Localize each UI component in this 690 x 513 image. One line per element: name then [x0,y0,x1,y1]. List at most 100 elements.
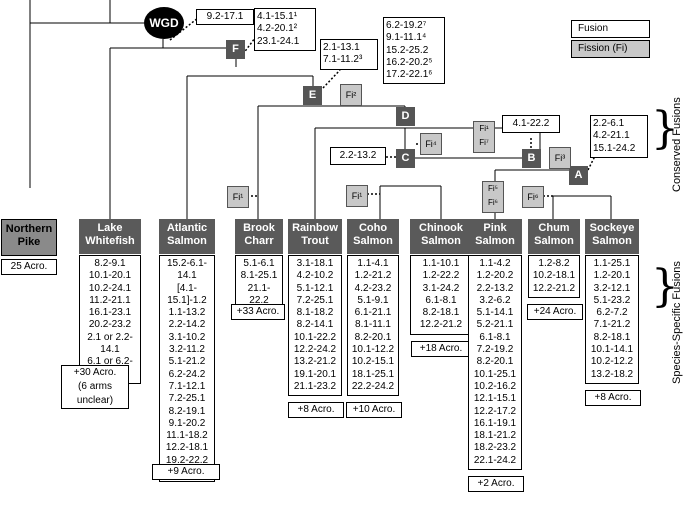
species-fusion-entry: 1.2-8.2 [538,258,570,269]
species-fusion-entry: 5.1-12.1 [296,282,334,294]
species-acro-count: +2 Acro. [468,476,524,493]
species-name-line: Whitefish [85,235,135,247]
species-acro-count: +33 Acro. [231,303,285,320]
species-fusion-entry: 2.2-13.2 [476,282,514,294]
fusion-entry: 23.1-24.1 [257,35,300,47]
fusion-box-c: 2.2-13.2 [330,147,386,166]
species-fusion-entry: 8.2-20.1 [476,356,514,368]
species-fusion-entry: 12.1-15.1 [473,393,517,405]
species-fusion-entry: 3.1-24.2 [422,282,460,294]
species-fusion-entry: 7.2-25.1 [168,393,206,405]
acro-line: +2 Acro. [477,478,515,490]
species-acro-count: 25 Acro. [1,259,57,275]
species-fusion-entry: 1.2-21.2 [354,270,392,282]
species-name-line: Salmon [353,235,393,247]
acro-line: +8 Acro. [594,392,632,403]
species-fusion-entry: 6.1-8.1 [425,294,457,306]
species-fusion-entry: 22.1-24.2 [473,454,517,466]
species-name-line: Brook [243,222,275,234]
acro-line: +24 Acro. [533,305,577,317]
species-fusion-entry: 1.2-22.2 [422,270,460,282]
species-acro-count: +18 Acro. [411,340,471,357]
label-species-specific-fusions: Species-Specific Fusions [671,261,683,384]
fusion-entry: 15.2-25.2 [386,44,429,56]
legend-fission: Fission (Fi) [571,40,650,58]
species-fusion-entry: 1.2-20.1 [593,270,631,282]
species-fusion-entry: 7.2-19.2 [476,344,514,356]
species-fusion-entry: 10.2-15.1 [351,356,395,368]
species-fusion-entry: 19.2-22.2 [165,454,209,466]
species-fusion-entry: 4.2-10.2 [296,270,334,282]
species-fusion-entry: 3.2-12.1 [593,282,631,294]
species-fusion-entry: 1.1-13.2 [168,307,206,319]
species-fusion-entry: 18.1-21.2 [473,430,517,442]
species-acro-count: +10 Acro. [346,402,402,419]
species-fusion-entry: 3.2-11.2 [169,344,205,356]
node-f: F [226,40,245,59]
fusion-entry: 4.1-22.2 [512,118,550,129]
species-fusion-entry: 6.1-8.1 [479,331,511,343]
fission-mark-brook: Fi¹ [227,186,249,208]
fusion-entry: 2.1-13.1 [323,42,360,53]
species-fusion-entry: 18.2-23.2 [473,442,517,454]
fusion-entry: 17.2-22.1⁶ [386,69,433,81]
species-name-line: Northern [5,223,53,235]
species-acro-count: +8 Acro. [288,402,344,419]
acro-line: +33 Acro. [236,305,280,317]
fusion-entry: 6.2-19.2⁷ [386,20,427,31]
fusion-entry: 7.1-11.2³ [323,54,363,66]
species-name-line: Salmon [421,235,461,247]
species-fusion-entry: 8.2-18.1 [422,307,460,319]
species-fusion-entry: 1.1-25.1 [593,258,631,269]
species-fusion-entry: 5.1-23.2 [593,294,631,306]
acro-line: 25 Acro. [10,261,48,272]
species-fusion-entry: 8.2-9.1 [94,258,126,269]
node-e: E [303,86,322,105]
species-fusion-entry: 7.2-25.1 [296,294,334,306]
acro-line: +18 Acro. [419,342,463,354]
fission-mark-e: Fi² [340,84,362,106]
species-fusion-entry: 10.1-25.1 [473,368,517,380]
species-acro-count: +30 Acro.(6 arms unclear) [61,365,129,410]
fusion-entry: 4.2-20.1² [257,23,298,35]
species-fusion-entry: 7.1-21.2 [593,319,631,331]
species-fusion-entry: 22.2-24.2 [351,380,395,392]
acro-line: (6 arms unclear) [76,381,114,407]
species-name-line: Charr [244,235,274,247]
species-fusion-entry: 8.1-25.1 [240,270,278,282]
fission-mark-chum: Fi⁶ [522,186,544,208]
fusion-entry: 4.1-15.1¹ [257,11,298,22]
species-fusion-entry: 12.2-24.2 [293,344,337,356]
species-fusion-entry: 5.1-9.1 [357,294,389,306]
species-fusion-entry: 4.2-23.2 [354,282,392,294]
acro-line: +10 Acro. [352,404,396,416]
species-fusion-entry: 5.1-6.1 [243,258,275,269]
species-fusion-entry: 10.2-12.2 [590,356,634,368]
species-fusion-entry: 1.2-20.2 [476,270,514,282]
label-conserved-fusions: Conserved Fusions [671,97,683,192]
node-c: C [396,149,415,168]
species-fusion-entry: 16.1-23.1 [88,307,132,319]
species-fusion-entry: 20.2-23.2 [88,319,132,331]
species-fusion-entry: 15.2-6.1-14.1 [166,258,208,282]
species-fusion-entry: 10.1-20.1 [88,270,132,282]
wgd-fusion-text: 9.2-17.1 [206,11,244,22]
species-fusion-entry: 9.1-20.2 [168,417,206,429]
species-fusion-entry: 8.2-19.1 [168,405,206,417]
node-d: D [396,107,415,126]
node-b: B [522,149,541,168]
species-fusion-entry: 6.1-21.1 [354,307,392,319]
species-name-line: Pike [17,236,41,248]
species-fusion-entry: 12.2-17.2 [473,405,517,417]
